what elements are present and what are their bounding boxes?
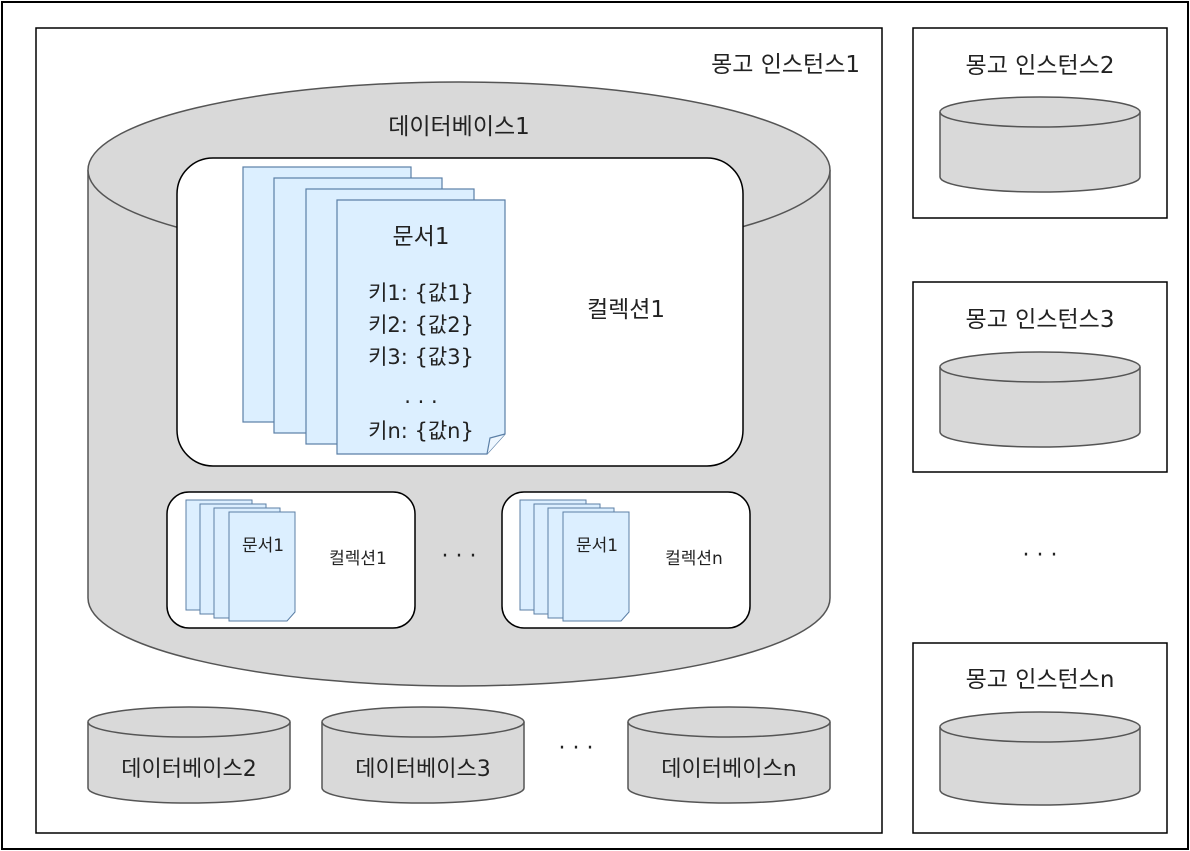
instance-3-label: 몽고 인스턴스3 xyxy=(966,307,1115,333)
instance-main-label: 몽고 인스턴스1 xyxy=(711,52,860,78)
database-n: 데이터베이스n xyxy=(627,706,831,804)
instance-3-db-top xyxy=(939,351,1141,383)
instance-n: 몽고 인스턴스n xyxy=(912,642,1168,834)
document-page-curl xyxy=(486,433,506,455)
collection-small-1-label: 컬렉션1 xyxy=(329,549,387,569)
document-line: 키2: {값2} xyxy=(368,313,474,337)
collection-small-1: 문서1 컬렉션1 xyxy=(166,491,416,629)
collections-ellipsis: · · · xyxy=(442,544,477,569)
collection-small-n: 문서1 컬렉션n xyxy=(501,491,751,629)
document-line: 키1: {값1} xyxy=(368,281,474,305)
document-front-sheet xyxy=(228,511,296,622)
document-stack-main: 문서1 키1: {값1} 키2: {값2} 키3: {값3} . . . 키n:… xyxy=(242,166,506,455)
database-n-label: 데이터베이스n xyxy=(661,757,796,782)
instance-2: 몽고 인스턴스2 xyxy=(912,27,1168,219)
instance-3: 몽고 인스턴스3 xyxy=(912,281,1168,473)
databases-ellipsis: · · · xyxy=(559,736,594,761)
collection-main: 문서1 키1: {값1} 키2: {값2} 키3: {값3} . . . 키n:… xyxy=(176,157,744,467)
database-3-label: 데이터베이스3 xyxy=(355,757,490,782)
collection-small-1-doc-label: 문서1 xyxy=(242,536,284,556)
database-2-label: 데이터베이스2 xyxy=(121,757,256,782)
instance-2-db-top xyxy=(939,96,1141,128)
instance-n-label: 몽고 인스턴스n xyxy=(966,667,1115,693)
database-main: 데이터베이스1 문서1 키1: {값1} 키2: {값2} 키3: {값3} .… xyxy=(87,81,831,687)
database-2-body xyxy=(87,722,291,804)
instance-3-db-body xyxy=(939,367,1141,448)
collection-main-label: 컬렉션1 xyxy=(587,297,665,323)
database-3-top xyxy=(321,706,525,738)
database-3: 데이터베이스3 xyxy=(321,706,525,804)
database-main-label: 데이터베이스1 xyxy=(388,114,530,140)
instance-2-db-body xyxy=(939,112,1141,193)
instance-main: 몽고 인스턴스1 데이터베이스1 문서1 키1: {값1} 키2: {값2} 키… xyxy=(35,27,883,834)
database-2-top xyxy=(87,706,291,738)
document-front-sheet xyxy=(562,511,630,622)
document-title: 문서1 xyxy=(393,224,450,250)
document-line: 키n: {값n} xyxy=(368,419,474,443)
instance-n-db-body xyxy=(939,727,1141,806)
instance-n-db-top xyxy=(939,711,1141,743)
instance-2-label: 몽고 인스턴스2 xyxy=(966,53,1115,79)
database-3-body xyxy=(321,722,525,804)
collection-small-n-label: 컬렉션n xyxy=(665,549,723,569)
database-n-body xyxy=(627,722,831,804)
document-line: 키3: {값3} xyxy=(368,345,474,369)
document-line-ellipsis: . . . xyxy=(404,384,437,408)
database-n-top xyxy=(627,706,831,738)
instances-ellipsis: · · · xyxy=(1023,543,1058,568)
collection-small-n-doc-label: 문서1 xyxy=(576,536,618,556)
database-2: 데이터베이스2 xyxy=(87,706,291,804)
